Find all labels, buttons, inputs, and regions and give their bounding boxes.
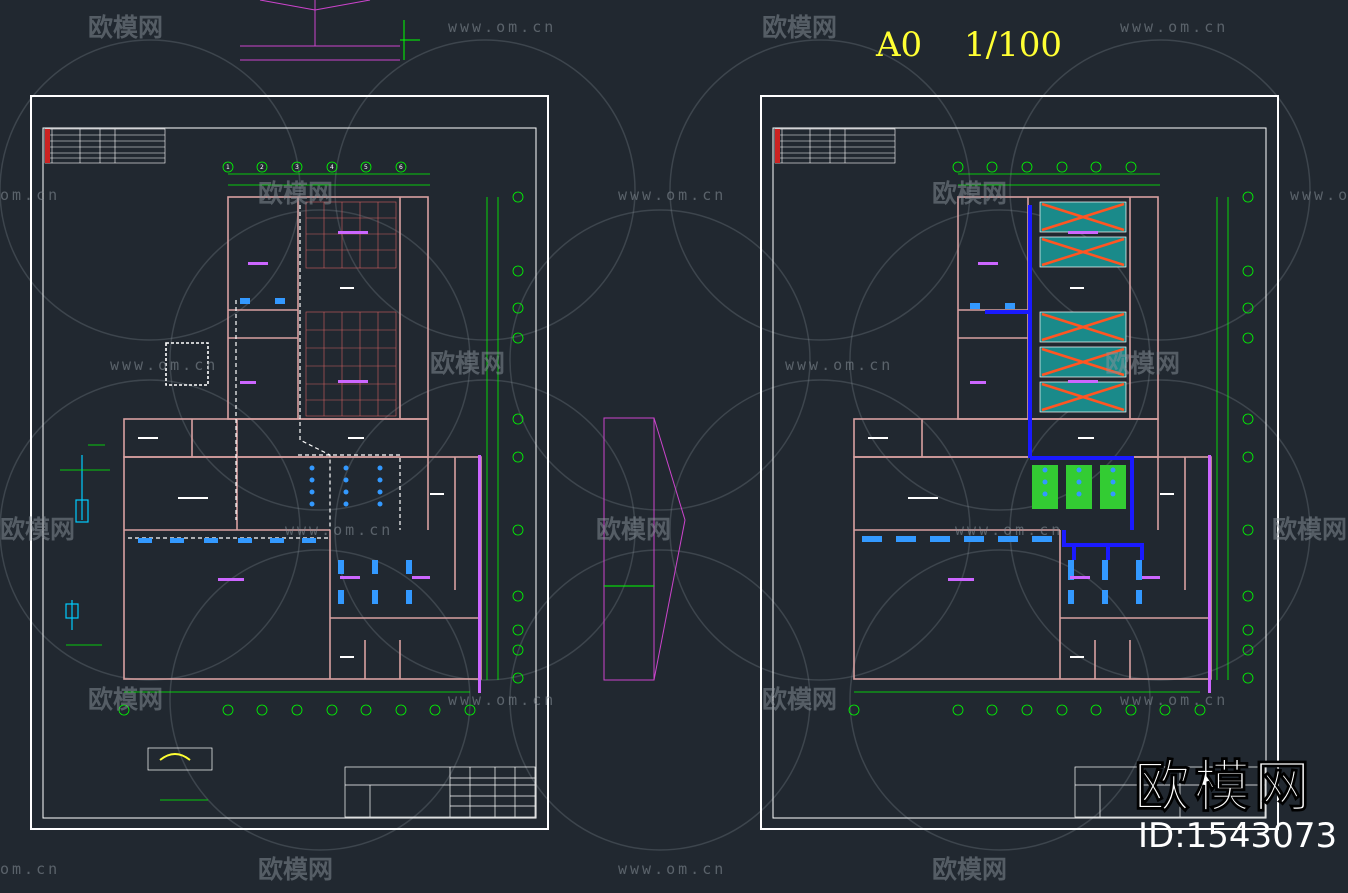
axis-top-labels-left: 1 2 3 4 5 6 — [226, 164, 403, 171]
axis-right-left — [486, 191, 524, 684]
room-labels-white-right — [868, 287, 1174, 658]
svg-text:欧模网: 欧模网 — [932, 855, 1007, 884]
header-table-left — [44, 128, 166, 164]
left-drawing-sheet[interactable]: 1 2 3 4 5 6 — [30, 95, 549, 830]
svg-text:www.om.cn: www.om.cn — [448, 18, 556, 36]
side-details-left — [65, 455, 89, 630]
svg-text:ID:1543073: ID:1543073 — [1138, 816, 1337, 856]
brand-overlay: 欧模网 ID:1543073 — [1134, 755, 1338, 857]
svg-text:5: 5 — [364, 164, 368, 171]
room-labels-right — [948, 231, 1211, 693]
svg-text:A0: A0 — [875, 25, 922, 65]
svg-text:欧模网: 欧模网 — [258, 179, 333, 208]
svg-text:欧模网: 欧模网 — [932, 179, 1007, 208]
svg-text:欧模网: 欧模网 — [258, 855, 333, 884]
top-fragment-drawing — [240, 0, 420, 61]
watermark-logos: 欧模网 欧模网 欧模网 欧模网 欧模网 欧模网 欧模网 欧模网 欧模网 欧模网 … — [0, 13, 1347, 884]
svg-text:欧模网: 欧模网 — [0, 515, 75, 544]
title-block-left — [344, 766, 536, 818]
svg-text:om.cn: om.cn — [0, 186, 60, 204]
svg-text:www.om.cn: www.om.cn — [955, 521, 1063, 539]
svg-text:www.om.cn: www.om.cn — [618, 860, 726, 878]
svg-text:1/100: 1/100 — [964, 25, 1062, 65]
equipment-blue-left — [138, 298, 412, 604]
dashed-pipes-left — [128, 205, 401, 539]
svg-text:www.om.cn: www.om.cn — [618, 186, 726, 204]
right-drawing-sheet[interactable] — [760, 95, 1279, 830]
room-labels-left — [218, 231, 481, 693]
header-table-right — [774, 128, 896, 164]
svg-text:6: 6 — [399, 164, 403, 171]
svg-text:1: 1 — [226, 164, 230, 171]
svg-text:欧模网: 欧模网 — [430, 349, 505, 378]
watermark-urls: www.om.cn www.om.cn om.cn www.om.cn www.… — [0, 18, 1348, 878]
svg-text:www.om.cn: www.om.cn — [1120, 691, 1228, 709]
svg-text:欧模网: 欧模网 — [762, 13, 837, 42]
axis-bottom-left — [118, 691, 476, 716]
svg-text:欧模网: 欧模网 — [88, 13, 163, 42]
drawing-scale-label: A0 1/100 — [875, 25, 1062, 65]
svg-text:欧模网: 欧模网 — [762, 685, 837, 714]
axis-bottom-right — [848, 691, 1206, 716]
svg-text:www.om.cn: www.om.cn — [785, 356, 893, 374]
svg-text:欧模网: 欧模网 — [1272, 515, 1347, 544]
svg-text:www.om.cn: www.om.cn — [110, 356, 218, 374]
svg-text:欧模网: 欧模网 — [596, 515, 671, 544]
svg-text:www.om.cn: www.om.cn — [448, 691, 556, 709]
axis-right-right — [1216, 191, 1254, 684]
svg-text:4: 4 — [330, 164, 334, 171]
room-labels-white-left — [138, 287, 444, 658]
axis-top-left — [222, 161, 430, 186]
watermark-circles — [0, 39, 1311, 851]
detail-section-left — [147, 747, 213, 771]
middle-fragment — [603, 417, 686, 681]
svg-text:欧模网: 欧模网 — [88, 685, 163, 714]
room-grid-left — [305, 201, 397, 417]
axis-top-right — [952, 161, 1160, 186]
svg-text:2: 2 — [260, 164, 264, 171]
svg-text:www.om.cn: www.om.cn — [1290, 186, 1348, 204]
red-cross-marks-right — [1041, 202, 1125, 412]
svg-text:om.cn: om.cn — [0, 860, 60, 878]
side-dims-left — [60, 444, 208, 801]
blue-ducts-right — [985, 205, 1144, 560]
svg-text:欧模网: 欧模网 — [1105, 349, 1180, 378]
title-block-right — [1074, 766, 1266, 818]
svg-text:欧模网: 欧模网 — [1134, 755, 1314, 820]
svg-text:www.om.cn: www.om.cn — [1120, 18, 1228, 36]
equipment-blue-right — [862, 303, 1142, 604]
svg-text:www.om.cn: www.om.cn — [285, 521, 393, 539]
svg-text:3: 3 — [295, 164, 299, 171]
floor-plan-walls-left — [123, 196, 482, 680]
